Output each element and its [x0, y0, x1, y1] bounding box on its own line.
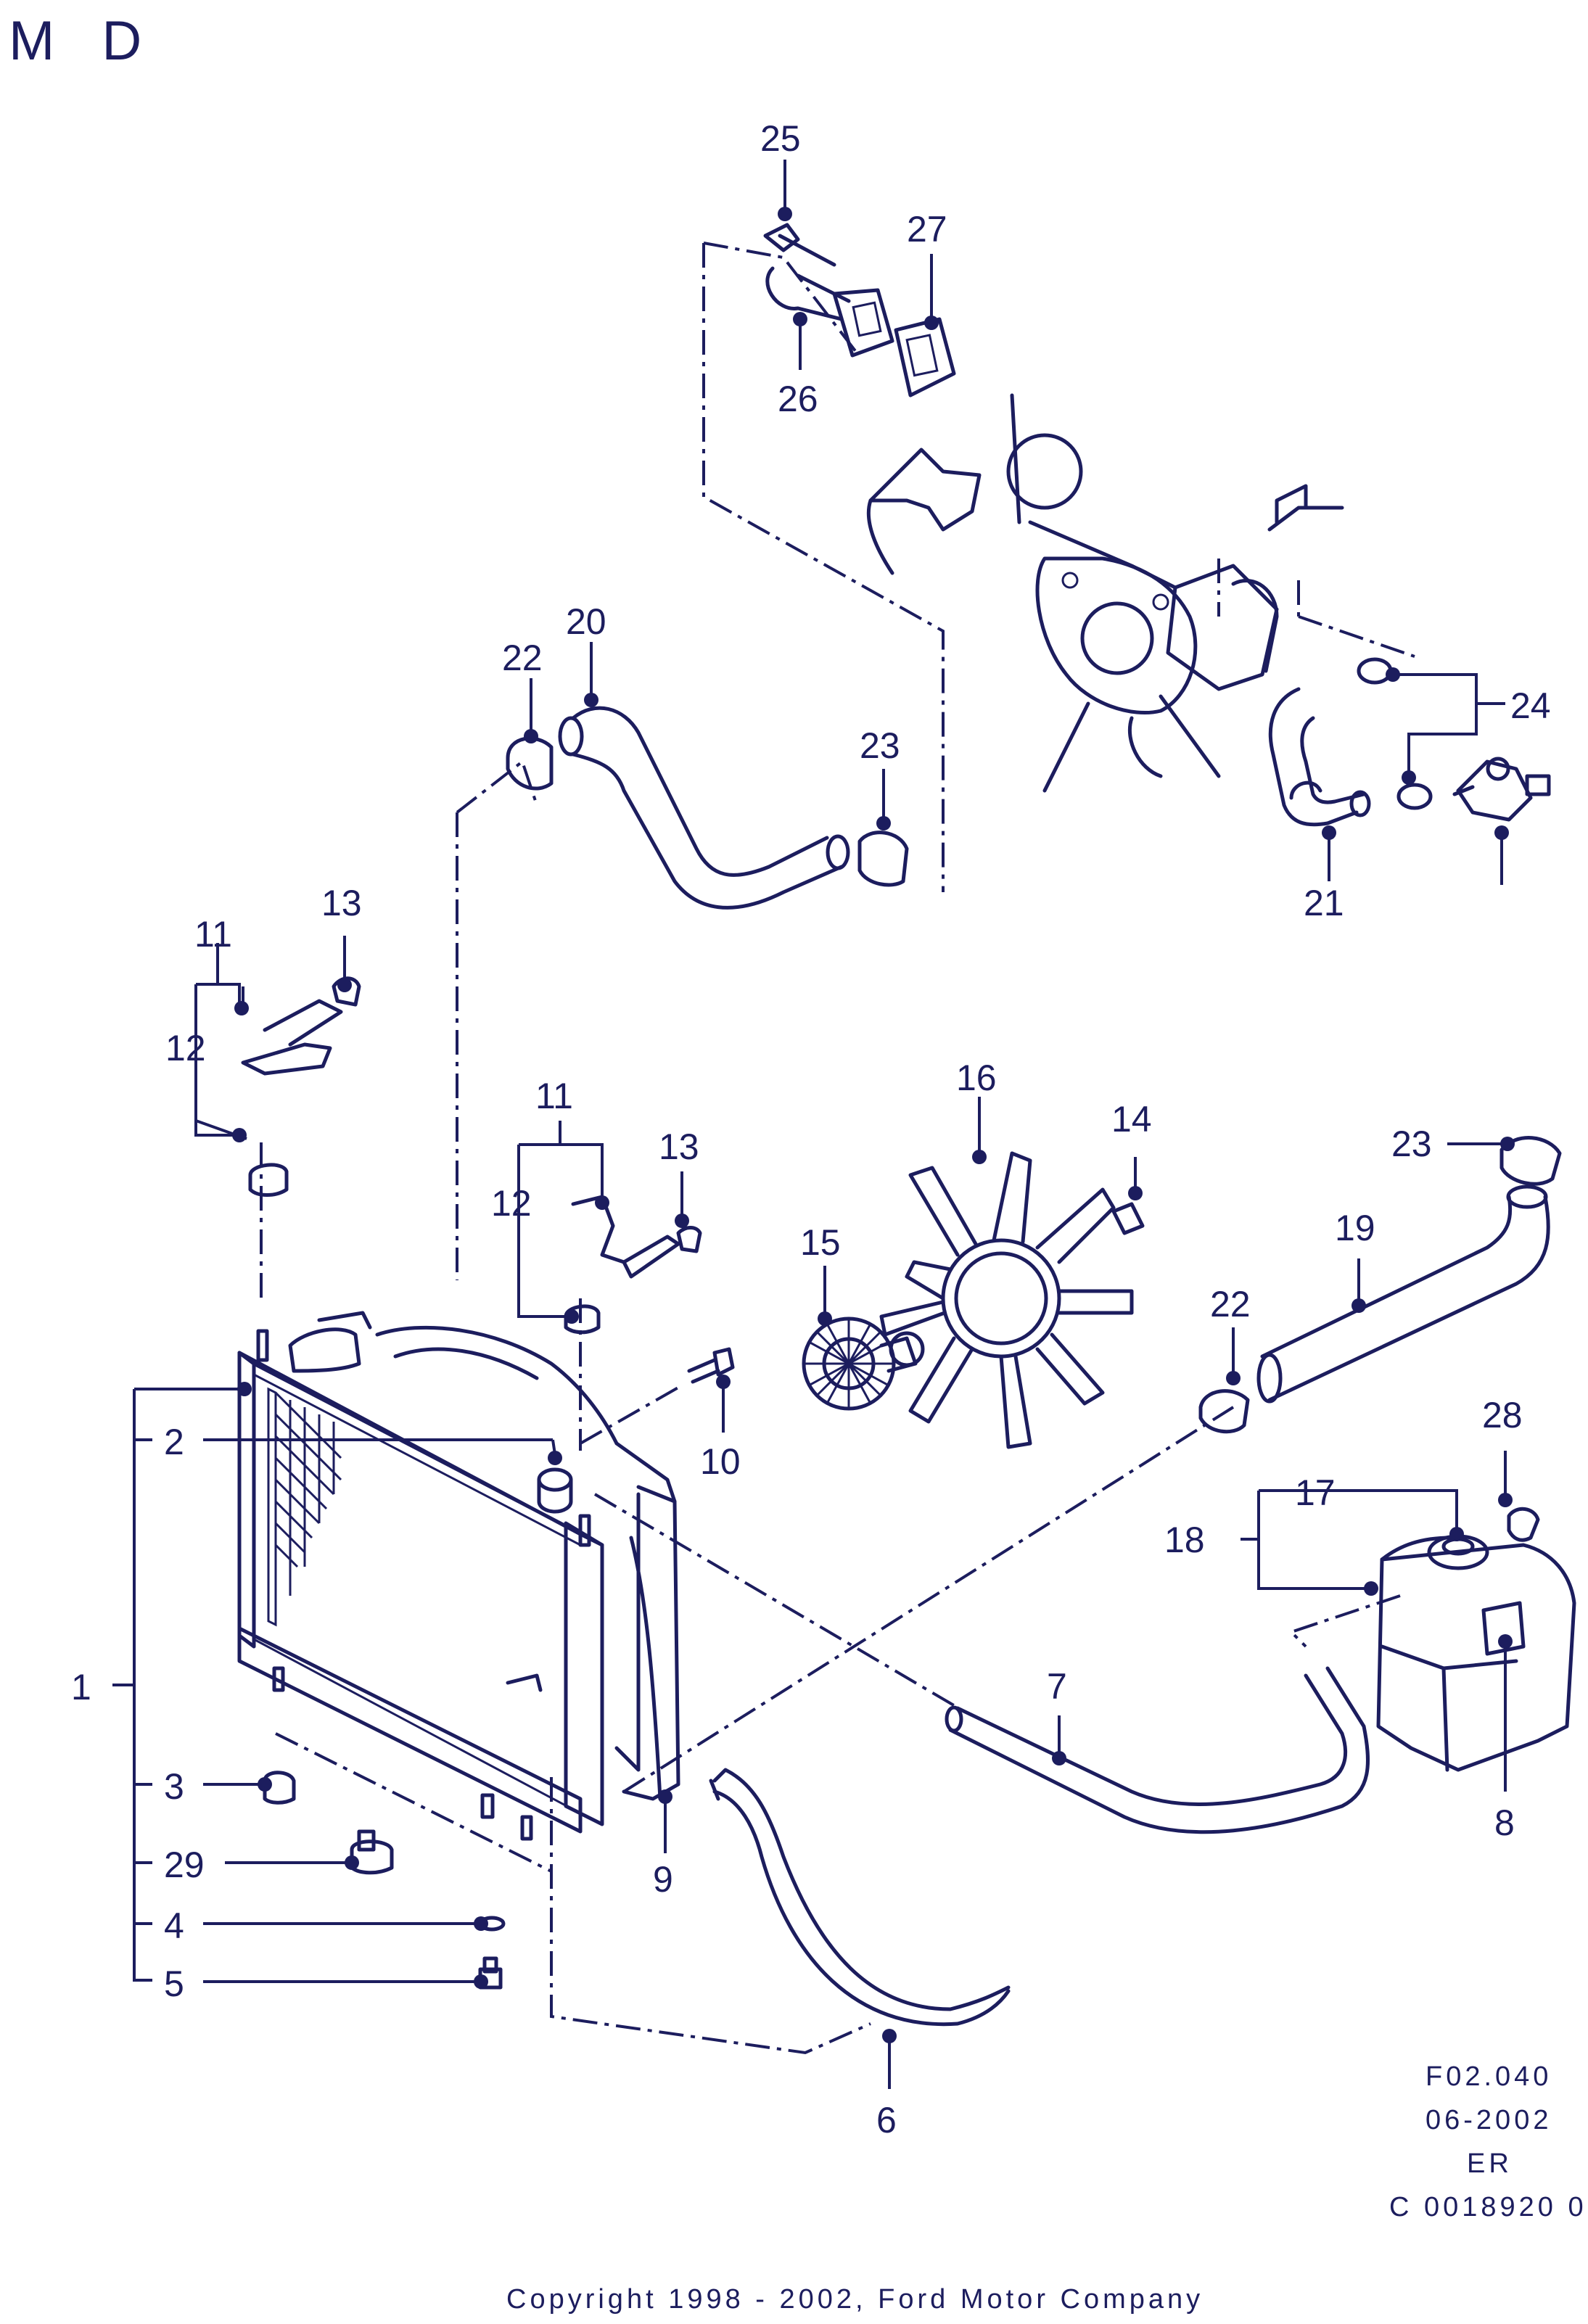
- hose-clamps: [506, 657, 1562, 1434]
- hose-20: [558, 706, 850, 910]
- callout-19: 19: [1335, 1208, 1375, 1248]
- callout-13-upper: 13: [321, 883, 362, 923]
- diagram-title: M D: [9, 10, 157, 72]
- callout-29: 29: [164, 1845, 205, 1885]
- radiator: [237, 1311, 604, 1841]
- callout-20: 20: [566, 601, 606, 642]
- callout-27: 27: [907, 209, 947, 250]
- callout-21: 21: [1304, 883, 1344, 923]
- cooling-fan: [879, 1151, 1134, 1449]
- callout-12-upper: 12: [165, 1028, 206, 1068]
- callout-15: 15: [800, 1222, 841, 1263]
- callout-3: 3: [164, 1766, 184, 1807]
- callout-16: 16: [956, 1058, 997, 1098]
- hose-7: [945, 1666, 1370, 1834]
- engine-housing: [866, 393, 1344, 800]
- callout-12-middle: 12: [491, 1183, 532, 1224]
- upper-bracket: [241, 976, 361, 1197]
- callout-24: 24: [1510, 685, 1551, 726]
- fan-shroud: [375, 1325, 680, 1801]
- callout-17: 17: [1295, 1472, 1336, 1513]
- callout-1: 1: [71, 1667, 91, 1707]
- callout-11-middle: 11: [535, 1076, 573, 1116]
- callout-2: 2: [164, 1422, 184, 1462]
- hose-19: [1256, 1184, 1550, 1404]
- callout-9: 9: [653, 1859, 673, 1900]
- copyright-notice: Copyright 1998 - 2002, Ford Motor Compan…: [506, 2284, 1204, 2315]
- callout-4: 4: [164, 1905, 184, 1946]
- callout-13-middle: 13: [659, 1126, 699, 1167]
- figure-region: ER: [1467, 2148, 1513, 2179]
- callout-6: 6: [876, 2100, 897, 2140]
- callout-8: 8: [1494, 1802, 1515, 1843]
- callout-5: 5: [164, 1964, 184, 2004]
- middle-bracket: [564, 1195, 702, 1335]
- assembly-lines: [260, 242, 1415, 2055]
- callout-23-upper: 23: [860, 725, 900, 766]
- callout-26: 26: [778, 379, 818, 419]
- catalog-number: C 0018920 0: [1389, 2192, 1587, 2222]
- callout-10: 10: [700, 1441, 741, 1482]
- callout-25: 25: [760, 118, 801, 159]
- callout-14: 14: [1111, 1099, 1152, 1140]
- heater-valve: [1452, 757, 1551, 822]
- leader-lines: [112, 160, 1515, 2089]
- figure-metadata: F02.040 06-2002 ER C 0018920 0: [1389, 2061, 1587, 2222]
- figure-code: F02.040: [1426, 2061, 1552, 2092]
- figure-date: 06-2002: [1426, 2105, 1552, 2135]
- bolts: [687, 1202, 1145, 1384]
- callout-28: 28: [1482, 1395, 1523, 1435]
- callout-22-upper: 22: [502, 638, 543, 678]
- callout-7: 7: [1047, 1666, 1067, 1707]
- lower-mounts: [263, 1771, 506, 1990]
- callout-23-lower: 23: [1391, 1124, 1432, 1164]
- expansion-tank: [1376, 1507, 1576, 1772]
- callout-11-upper: 11: [194, 914, 232, 955]
- callout-labels: 25 27 26 22 20 23 24 21 11 13 12 11 13 1…: [71, 118, 1551, 2140]
- hose-21: [1268, 687, 1371, 827]
- callout-22-lower: 22: [1210, 1284, 1251, 1324]
- callout-18: 18: [1164, 1520, 1205, 1560]
- lower-shroud: [709, 1768, 1011, 2027]
- water-outlet: [763, 223, 956, 397]
- fan-clutch: [802, 1316, 925, 1411]
